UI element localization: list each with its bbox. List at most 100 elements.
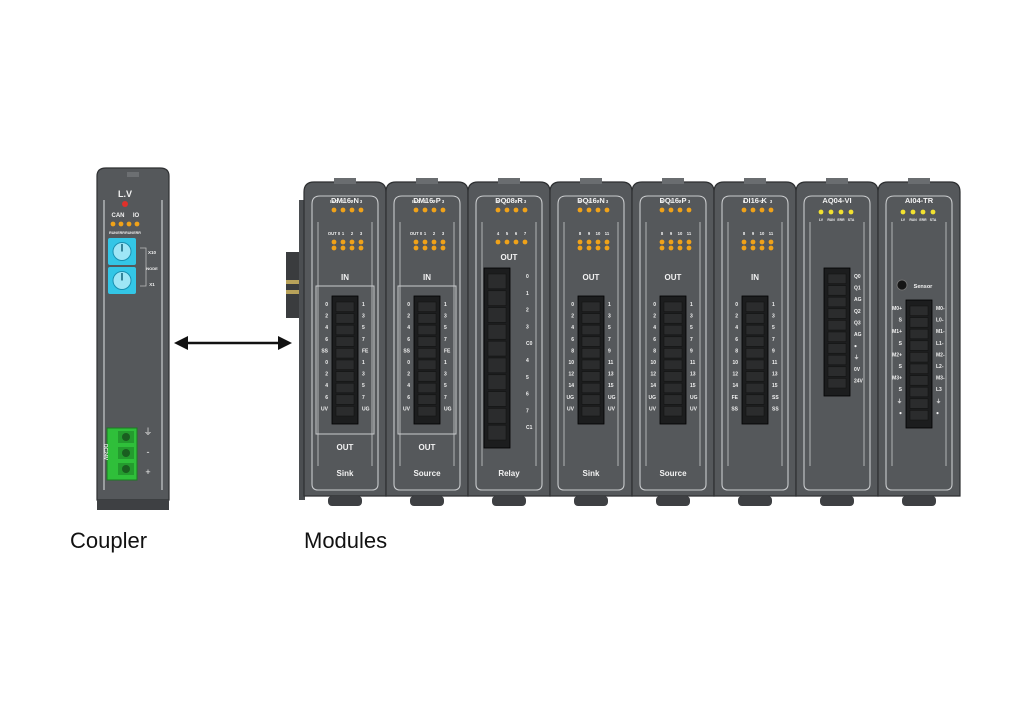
terminal-slot (663, 382, 683, 394)
module-led (413, 245, 419, 251)
module-led-number: 8 (743, 231, 746, 236)
coupler-status-led (118, 221, 124, 227)
terminal-pin-label-left: SS (321, 348, 328, 354)
module-top-tab (580, 178, 602, 184)
module-outline (885, 195, 953, 491)
module-led (577, 239, 583, 245)
terminal-slot (487, 290, 507, 306)
module-led-label: RUN (827, 218, 835, 222)
module-led (495, 207, 501, 213)
module-led (659, 207, 665, 213)
terminal-pin-label-left: 2 (325, 372, 328, 378)
terminal-pin-label-right: 11 (608, 360, 614, 366)
module-model-label: DM16-N (331, 196, 359, 205)
module-led-number: 0 (497, 199, 500, 204)
module-led (686, 207, 692, 213)
terminal-pin-label-left: S (899, 387, 903, 393)
module-led (686, 245, 692, 251)
module-type-label: Sink (337, 469, 354, 478)
module-led (595, 245, 601, 251)
module-led (768, 207, 774, 213)
module-type-label: Relay (498, 469, 520, 478)
terminal-pin-label-left: 0 (325, 302, 328, 308)
terminal-pin-label-left: 10 (568, 360, 574, 366)
modules-caption: Modules (304, 528, 388, 553)
terminal-slot (909, 340, 929, 351)
module-led-number: 10 (596, 231, 601, 236)
terminal-pin-label-left: 14 (650, 383, 656, 389)
module-outline (475, 195, 543, 491)
module-led-number: 9 (588, 231, 591, 236)
module-model-label: AI04-TR (905, 196, 934, 205)
module-model-label: AQ04-VI (822, 196, 851, 205)
module-led-label: ERR (837, 218, 845, 222)
terminal-pin-label-right: 2 (526, 308, 529, 314)
terminal-pin-label-left: 2 (407, 372, 410, 378)
terminal-pin-label-right: 7 (608, 337, 611, 343)
terminal-slot (663, 348, 683, 359)
terminal-slot (417, 348, 437, 359)
module-led (422, 207, 428, 213)
terminal-pin-label-left: 8 (735, 348, 738, 354)
module-outline (393, 195, 461, 491)
terminal-pin-label-left: UV (321, 406, 329, 412)
terminal-slot (487, 391, 507, 407)
module-led (431, 245, 437, 251)
terminal-pin-label-right: Q2 (854, 309, 861, 315)
terminal-pin-label-right: 3 (608, 314, 611, 320)
terminal-pin-label-right: 11 (690, 360, 696, 366)
module-led (340, 245, 346, 251)
terminal-pin-label-right: 24V (854, 378, 864, 384)
terminal-slot (581, 359, 601, 370)
module-led (659, 239, 665, 245)
terminal-slot (335, 371, 355, 382)
terminal-slot (417, 359, 437, 370)
terminal-slot (487, 324, 507, 340)
terminal-pin-label-right: 5 (608, 325, 611, 331)
terminal-slot (745, 406, 765, 417)
terminal-slot (335, 324, 355, 336)
module-led (768, 245, 774, 251)
module-led-number: 2 (433, 231, 436, 236)
terminal-slot (581, 324, 601, 336)
terminal-slot (745, 394, 765, 405)
terminal-slot (663, 301, 683, 312)
terminal-slot (417, 371, 437, 382)
module-top-tab (826, 178, 848, 184)
module-led-number: 3 (770, 199, 773, 204)
module-led (668, 207, 674, 213)
arrow-head-right (278, 336, 292, 350)
module-led-number: 1 (506, 199, 509, 204)
module-led (413, 239, 419, 245)
module-io-label: IN (751, 273, 759, 282)
terminal-pin-label-right: 13 (690, 372, 696, 378)
terminal-pin-label-right: 13 (608, 372, 614, 378)
module-type-label: Source (659, 469, 687, 478)
module-led (759, 239, 765, 245)
coupler-top-tab (127, 172, 139, 177)
terminal-pin-label-right: 1 (772, 302, 775, 308)
terminal-pin-label-right: 5 (444, 383, 447, 389)
terminal-slot (745, 371, 765, 382)
terminal-pin-label-left: 14 (732, 383, 738, 389)
module-led-number: 6 (515, 231, 518, 236)
terminal-pin-label-left: 4 (325, 325, 328, 331)
module-led (586, 207, 592, 213)
module-outline (557, 195, 625, 491)
terminal-pin-label-right: 3 (444, 372, 447, 378)
power-terminal-screw (122, 433, 130, 441)
terminal-pin-label-right: 5 (362, 383, 365, 389)
module-led (331, 245, 337, 251)
module-status-led (828, 209, 834, 215)
terminal-pin-label-right: ⏚ (936, 398, 941, 405)
coupler-led-label: RUN (109, 231, 117, 235)
module-top-tab (498, 178, 520, 184)
terminal-pin-label-right: 3 (444, 314, 447, 320)
terminal-pin-label-right: 3 (772, 314, 775, 320)
terminal-pin-label-left: 0 (407, 302, 410, 308)
terminal-slot (487, 273, 507, 290)
